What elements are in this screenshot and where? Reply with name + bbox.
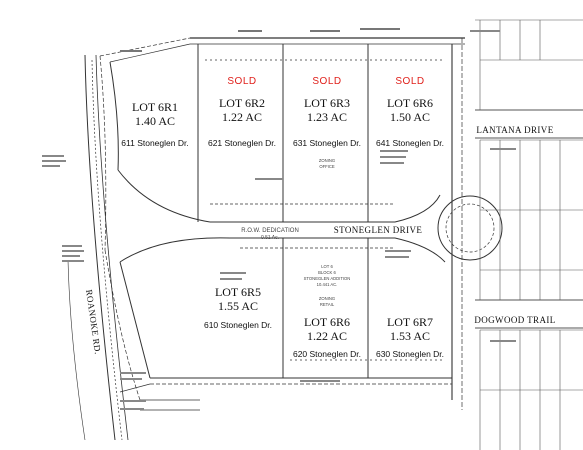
lot-title: LOT 6R2	[219, 96, 265, 110]
lot-6r2[interactable]: SOLD LOT 6R2 1.22 AC 621 Stoneglen Dr.	[208, 76, 276, 148]
lot-acres: 1.40 AC	[135, 114, 175, 128]
lot-acres: 1.55 AC	[218, 299, 258, 313]
zoning-value: OFFICE	[319, 164, 335, 169]
sold-badge: SOLD	[312, 76, 341, 87]
lot-6r6-south[interactable]: LOT 6R6 1.22 AC 620 Stoneglen Dr.	[293, 315, 361, 359]
addition-block: BLOCK 6	[318, 270, 336, 275]
sold-badge: SOLD	[395, 76, 424, 87]
lantana-drive-label: LANTANA DRIVE	[476, 125, 553, 135]
lot-title: LOT 6R3	[304, 96, 350, 110]
lot-6r6-north[interactable]: SOLD LOT 6R6 1.50 AC 641 Stoneglen Dr.	[376, 76, 444, 148]
addition-acres: 10.441 AC.	[317, 282, 338, 287]
zoning-value: RETAIL	[320, 302, 335, 307]
lot-address: 611 Stoneglen Dr.	[121, 138, 188, 148]
lot-title: LOT 6R7	[387, 315, 433, 329]
addition-lot: LOT 6	[321, 264, 333, 269]
lot-acres: 1.22 AC	[222, 110, 262, 124]
row-dedication-acres: 0.51 Ac.	[261, 235, 279, 241]
lot-6r3[interactable]: SOLD LOT 6R3 1.23 AC 631 Stoneglen Dr.	[293, 76, 361, 148]
lot-acres: 1.23 AC	[307, 110, 347, 124]
lot-title: LOT 6R6	[304, 315, 350, 329]
zoning-label: ZONING	[319, 296, 335, 301]
lot-6r1[interactable]: LOT 6R1 1.40 AC 611 Stoneglen Dr.	[121, 100, 188, 148]
row-dedication-label: R.O.W. DEDICATION	[241, 228, 299, 234]
lot-address: 641 Stoneglen Dr.	[376, 138, 444, 148]
lot-address: 631 Stoneglen Dr.	[293, 138, 361, 148]
addition-name: STONEGLEN ADDITION	[304, 276, 351, 281]
lot-address: 621 Stoneglen Dr.	[208, 138, 276, 148]
lot-address: 630 Stoneglen Dr.	[376, 349, 444, 359]
parcel-linework	[67, 37, 503, 441]
zoning-label: ZONING	[319, 158, 335, 163]
sold-badge: SOLD	[227, 76, 256, 87]
lot-address: 620 Stoneglen Dr.	[293, 349, 361, 359]
adjacent-parcels	[475, 19, 583, 450]
dogwood-trail-label: DOGWOOD TRAIL	[474, 315, 555, 325]
lot-acres: 1.50 AC	[390, 110, 430, 124]
lot-title: LOT 6R5	[215, 285, 261, 299]
survey-fineprint	[42, 28, 516, 410]
lot-address: 610 Stoneglen Dr.	[204, 320, 272, 330]
lot-acres: 1.22 AC	[307, 329, 347, 343]
lot-title: LOT 6R1	[132, 100, 178, 114]
lot-6r5[interactable]: LOT 6R5 1.55 AC 610 Stoneglen Dr.	[204, 285, 272, 330]
lot-title: LOT 6R6	[387, 96, 433, 110]
lot-6r7[interactable]: LOT 6R7 1.53 AC 630 Stoneglen Dr.	[376, 315, 444, 359]
stoneglen-drive-label: STONEGLEN DRIVE	[334, 225, 423, 235]
lot-acres: 1.53 AC	[390, 329, 430, 343]
